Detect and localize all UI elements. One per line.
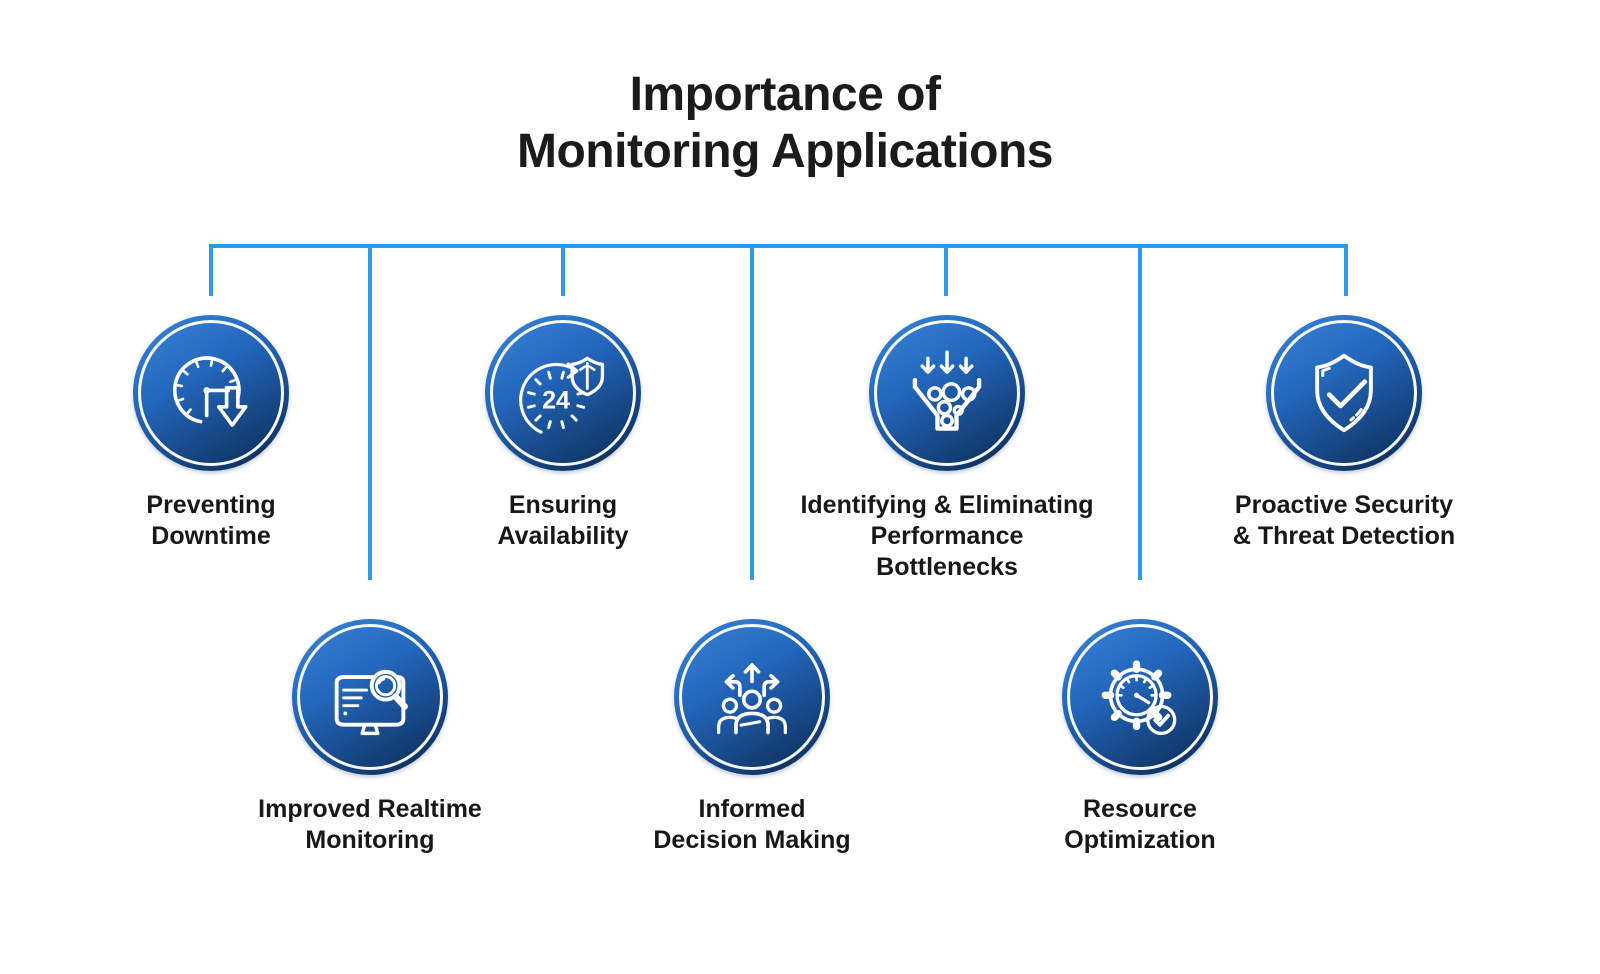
label-proactive-security: Proactive Security & Threat Detection	[1232, 491, 1456, 550]
clock-down-arrow-icon	[173, 356, 248, 427]
connector-drop-ensuring-availability	[561, 244, 565, 296]
node-resource-optimization	[1062, 619, 1218, 775]
node-realtime-monitoring	[292, 619, 448, 775]
page-title-line1: Importance of	[629, 68, 941, 121]
connector-drop-resource-optimization	[1138, 244, 1142, 580]
label-performance-bottlenecks: Identifying & Eliminating Performance Bo…	[800, 491, 1094, 581]
node-ensuring-availability: 24	[485, 315, 641, 471]
funnel-bottleneck-icon	[912, 350, 982, 431]
svg-text:24: 24	[542, 387, 570, 415]
label-informed-decision-making: Informed Decision Making	[653, 795, 851, 854]
connector-drop-preventing-downtime	[209, 244, 213, 296]
node-performance-bottlenecks	[869, 315, 1025, 471]
availability-24-shield-icon: 24	[519, 356, 605, 434]
connector-drop-bottlenecks	[944, 244, 948, 296]
connector-drop-realtime-monitoring	[368, 244, 372, 580]
connector-drop-security	[1344, 244, 1348, 296]
monitor-magnifier-icon	[334, 669, 408, 736]
label-preventing-downtime: Preventing Downtime	[146, 491, 276, 550]
page-title-line2: Monitoring Applications	[517, 125, 1054, 179]
page-title: Importance of Monitoring Applications	[385, 66, 1185, 180]
connector-horizontal-line	[211, 244, 1348, 248]
shield-check-icon	[1315, 353, 1373, 433]
label-ensuring-availability: Ensuring Availability	[497, 491, 629, 550]
label-resource-optimization: Resource Optimization	[1064, 795, 1216, 854]
connector-drop-decision-making	[750, 244, 754, 580]
gear-gauge-check-icon	[1101, 660, 1177, 736]
node-informed-decision-making	[674, 619, 830, 775]
label-realtime-monitoring: Improved Realtime Monitoring	[258, 795, 482, 854]
node-preventing-downtime	[133, 315, 289, 471]
node-proactive-security	[1266, 315, 1422, 471]
person-decision-arrows-icon	[716, 663, 788, 735]
